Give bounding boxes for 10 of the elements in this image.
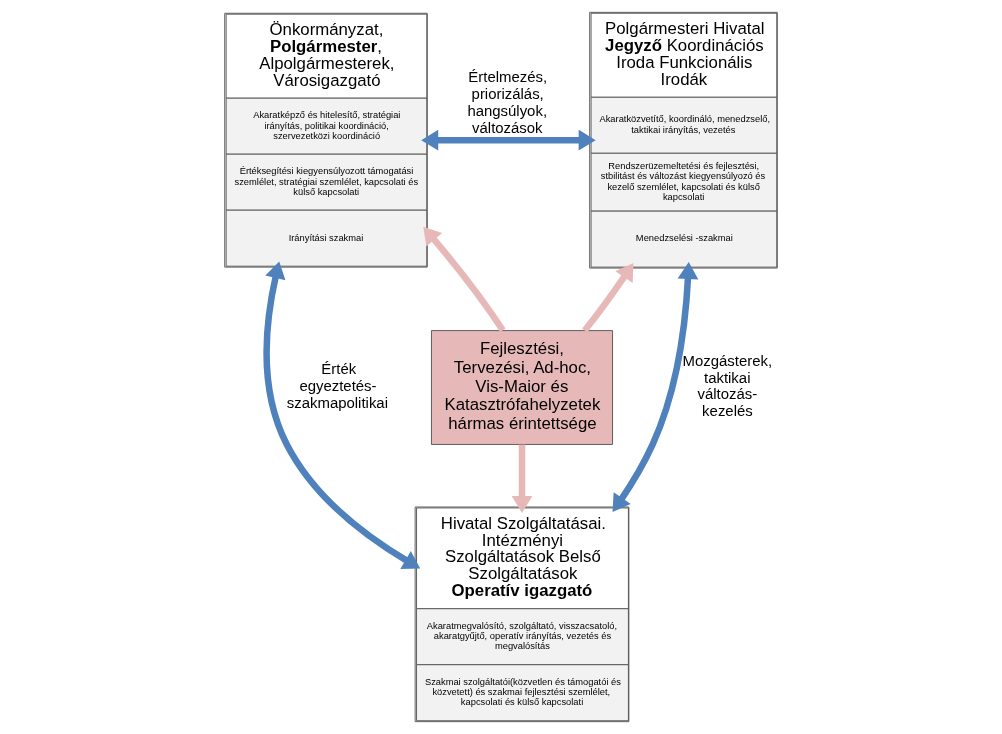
arrow (421, 129, 596, 151)
arrow (511, 444, 533, 513)
node-box: Fejlesztési, Tervezési, Ad-hoc, Vis-Maior és Katasztrófahelyzetek hármas érintettsége (431, 330, 613, 445)
edge-label: Értelmezés, priorizálás, hangsúlyok, változások (467, 68, 548, 136)
arrow (582, 263, 634, 333)
arrow (612, 262, 699, 512)
arrow (263, 261, 421, 569)
arrow (423, 226, 506, 333)
edge-label: Érték egyeztetés- szakmapolitikai (286, 360, 388, 411)
edge-label: Mozgásterek, taktikai változás- kezelés (682, 351, 773, 420)
